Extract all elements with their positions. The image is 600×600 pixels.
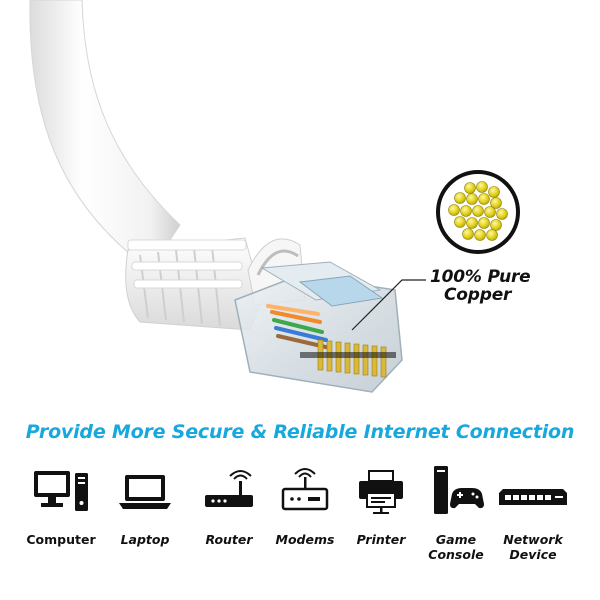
device-computer: Computer	[23, 460, 99, 590]
callout-line-1: 100% Pure	[430, 267, 531, 287]
pure-copper-callout: 100% Pure Copper	[430, 268, 531, 304]
modem-icon	[267, 460, 343, 520]
laptop-icon	[107, 460, 183, 520]
device-label: Printer	[356, 532, 406, 547]
network-device-icon	[495, 460, 571, 520]
device-game-console: Game Console	[418, 460, 494, 590]
device-label: Computer	[26, 532, 96, 547]
device-label: Modems	[275, 532, 335, 547]
device-printer: Printer	[343, 460, 419, 590]
device-network-device: Network Device	[495, 460, 571, 590]
compatible-devices: Computer Laptop Router	[0, 460, 600, 595]
callout-line-2: Copper	[444, 285, 512, 305]
cable-illustration	[29, 0, 520, 393]
printer-icon	[343, 460, 419, 520]
computer-icon	[23, 460, 99, 520]
device-label: Network Device	[503, 532, 563, 562]
device-laptop: Laptop	[107, 460, 183, 590]
router-icon	[191, 460, 267, 520]
device-router: Router	[191, 460, 267, 590]
device-modem: Modems	[267, 460, 343, 590]
device-label: Game Console	[428, 532, 484, 562]
rj45-cable-image	[29, 0, 520, 393]
game-console-icon	[418, 460, 494, 520]
device-label: Router	[205, 532, 253, 547]
device-label: Laptop	[120, 532, 170, 547]
tagline: Provide More Secure & Reliable Internet …	[25, 421, 575, 443]
